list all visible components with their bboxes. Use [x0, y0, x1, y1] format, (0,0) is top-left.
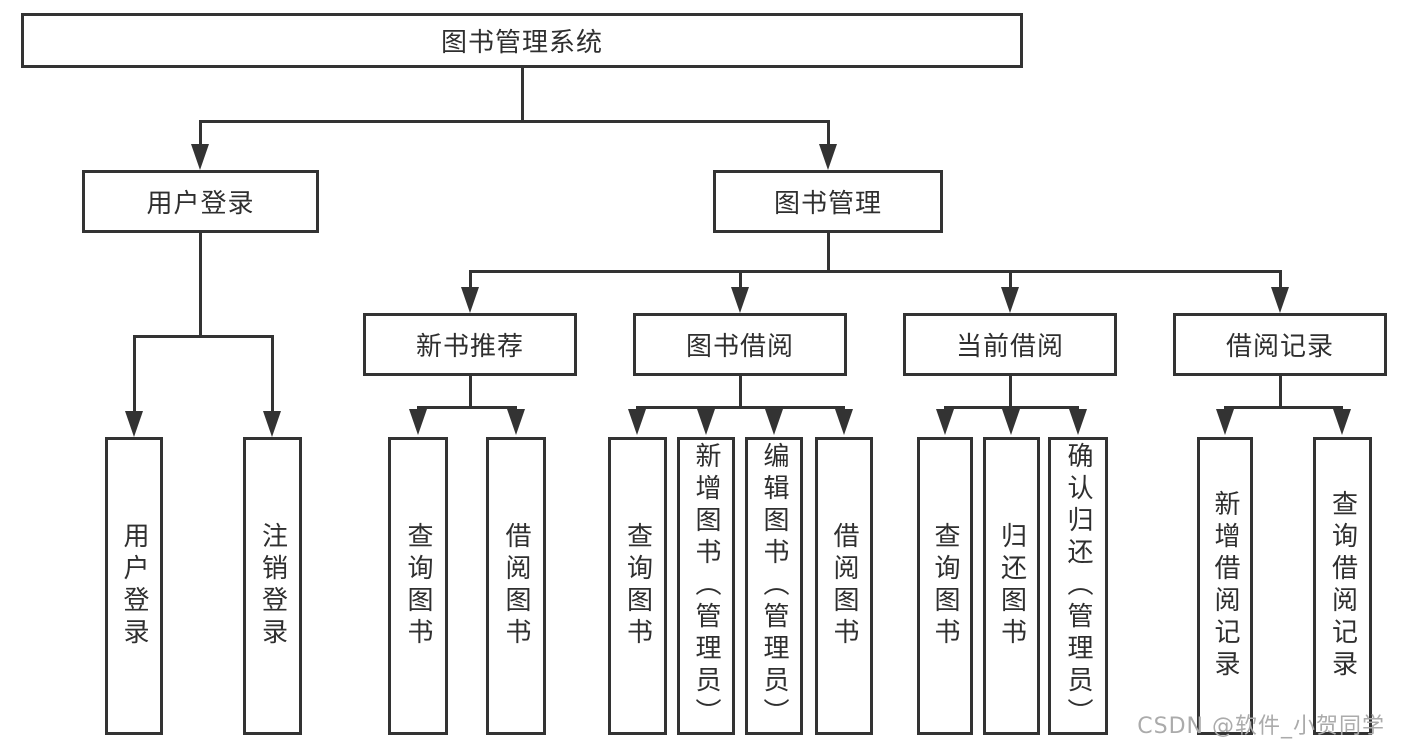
arrowhead-down-icon	[409, 409, 427, 435]
connector-vline	[270, 335, 274, 413]
connector-hline	[469, 270, 1281, 273]
leaf-br-add-record: 新增借阅记录	[1197, 437, 1253, 735]
connector-vline	[198, 233, 202, 335]
arrowhead-down-icon	[697, 409, 715, 435]
arrowhead-down-icon	[628, 409, 646, 435]
leaf-cb-return-books: 归还图书	[983, 437, 1040, 735]
arrowhead-down-icon	[125, 411, 143, 437]
connector-hline	[944, 406, 1079, 409]
leaf-user-login: 用户登录	[105, 437, 163, 735]
leaf-br-query-record: 查询借阅记录	[1313, 437, 1372, 735]
arrowhead-down-icon	[461, 287, 479, 313]
leaf-cb-confirm-return-admin: 确认归还（管理员）	[1048, 437, 1108, 735]
leaf-bb-borrow-books: 借阅图书	[815, 437, 873, 735]
arrowhead-down-icon	[1216, 409, 1234, 435]
connector-hline	[199, 120, 829, 123]
arrowhead-down-icon	[263, 411, 281, 437]
leaf-nb-query-books: 查询图书	[388, 437, 448, 735]
node-current-borrow: 当前借阅	[903, 313, 1117, 376]
arrowhead-down-icon	[1271, 287, 1289, 313]
connector-vline	[468, 376, 472, 406]
leaf-bb-edit-books-admin: 编辑图书（管理员）	[745, 437, 803, 735]
connector-vline	[1008, 376, 1012, 406]
leaf-bb-add-books-admin: 新增图书（管理员）	[677, 437, 735, 735]
connector-hline	[133, 335, 273, 338]
connector-vline	[468, 270, 472, 289]
arrowhead-down-icon	[1333, 409, 1351, 435]
node-user-login: 用户登录	[82, 170, 319, 233]
leaf-nb-borrow-books: 借阅图书	[486, 437, 546, 735]
leaf-cb-query-books: 查询图书	[917, 437, 973, 735]
connector-vline	[738, 270, 742, 289]
arrowhead-down-icon	[765, 409, 783, 435]
arrowhead-down-icon	[191, 144, 209, 170]
connector-vline	[132, 335, 136, 413]
arrowhead-down-icon	[731, 287, 749, 313]
arrowhead-down-icon	[936, 409, 954, 435]
connector-vline	[520, 68, 524, 120]
leaf-bb-query-books: 查询图书	[608, 437, 667, 735]
connector-vline	[826, 120, 830, 146]
csdn-watermark: CSDN @软件_小贺同学	[1137, 714, 1385, 739]
connector-vline	[826, 233, 830, 270]
arrowhead-down-icon	[835, 409, 853, 435]
arrowhead-down-icon	[1069, 409, 1087, 435]
connector-hline	[636, 406, 845, 409]
arrowhead-down-icon	[1001, 287, 1019, 313]
connector-hline	[1224, 406, 1343, 409]
arrowhead-down-icon	[819, 144, 837, 170]
arrowhead-down-icon	[507, 409, 525, 435]
connector-vline	[1008, 270, 1012, 289]
connector-vline	[1278, 270, 1282, 289]
connector-vline	[1278, 376, 1282, 406]
node-book-borrow: 图书借阅	[633, 313, 847, 376]
connector-vline	[198, 120, 202, 146]
connector-hline	[417, 406, 517, 409]
arrowhead-down-icon	[1002, 409, 1020, 435]
node-library-management-system: 图书管理系统	[21, 13, 1023, 68]
node-book-management: 图书管理	[713, 170, 943, 233]
node-new-book-recommend: 新书推荐	[363, 313, 577, 376]
connector-vline	[738, 376, 742, 406]
leaf-logout: 注销登录	[243, 437, 302, 735]
node-borrow-records: 借阅记录	[1173, 313, 1387, 376]
